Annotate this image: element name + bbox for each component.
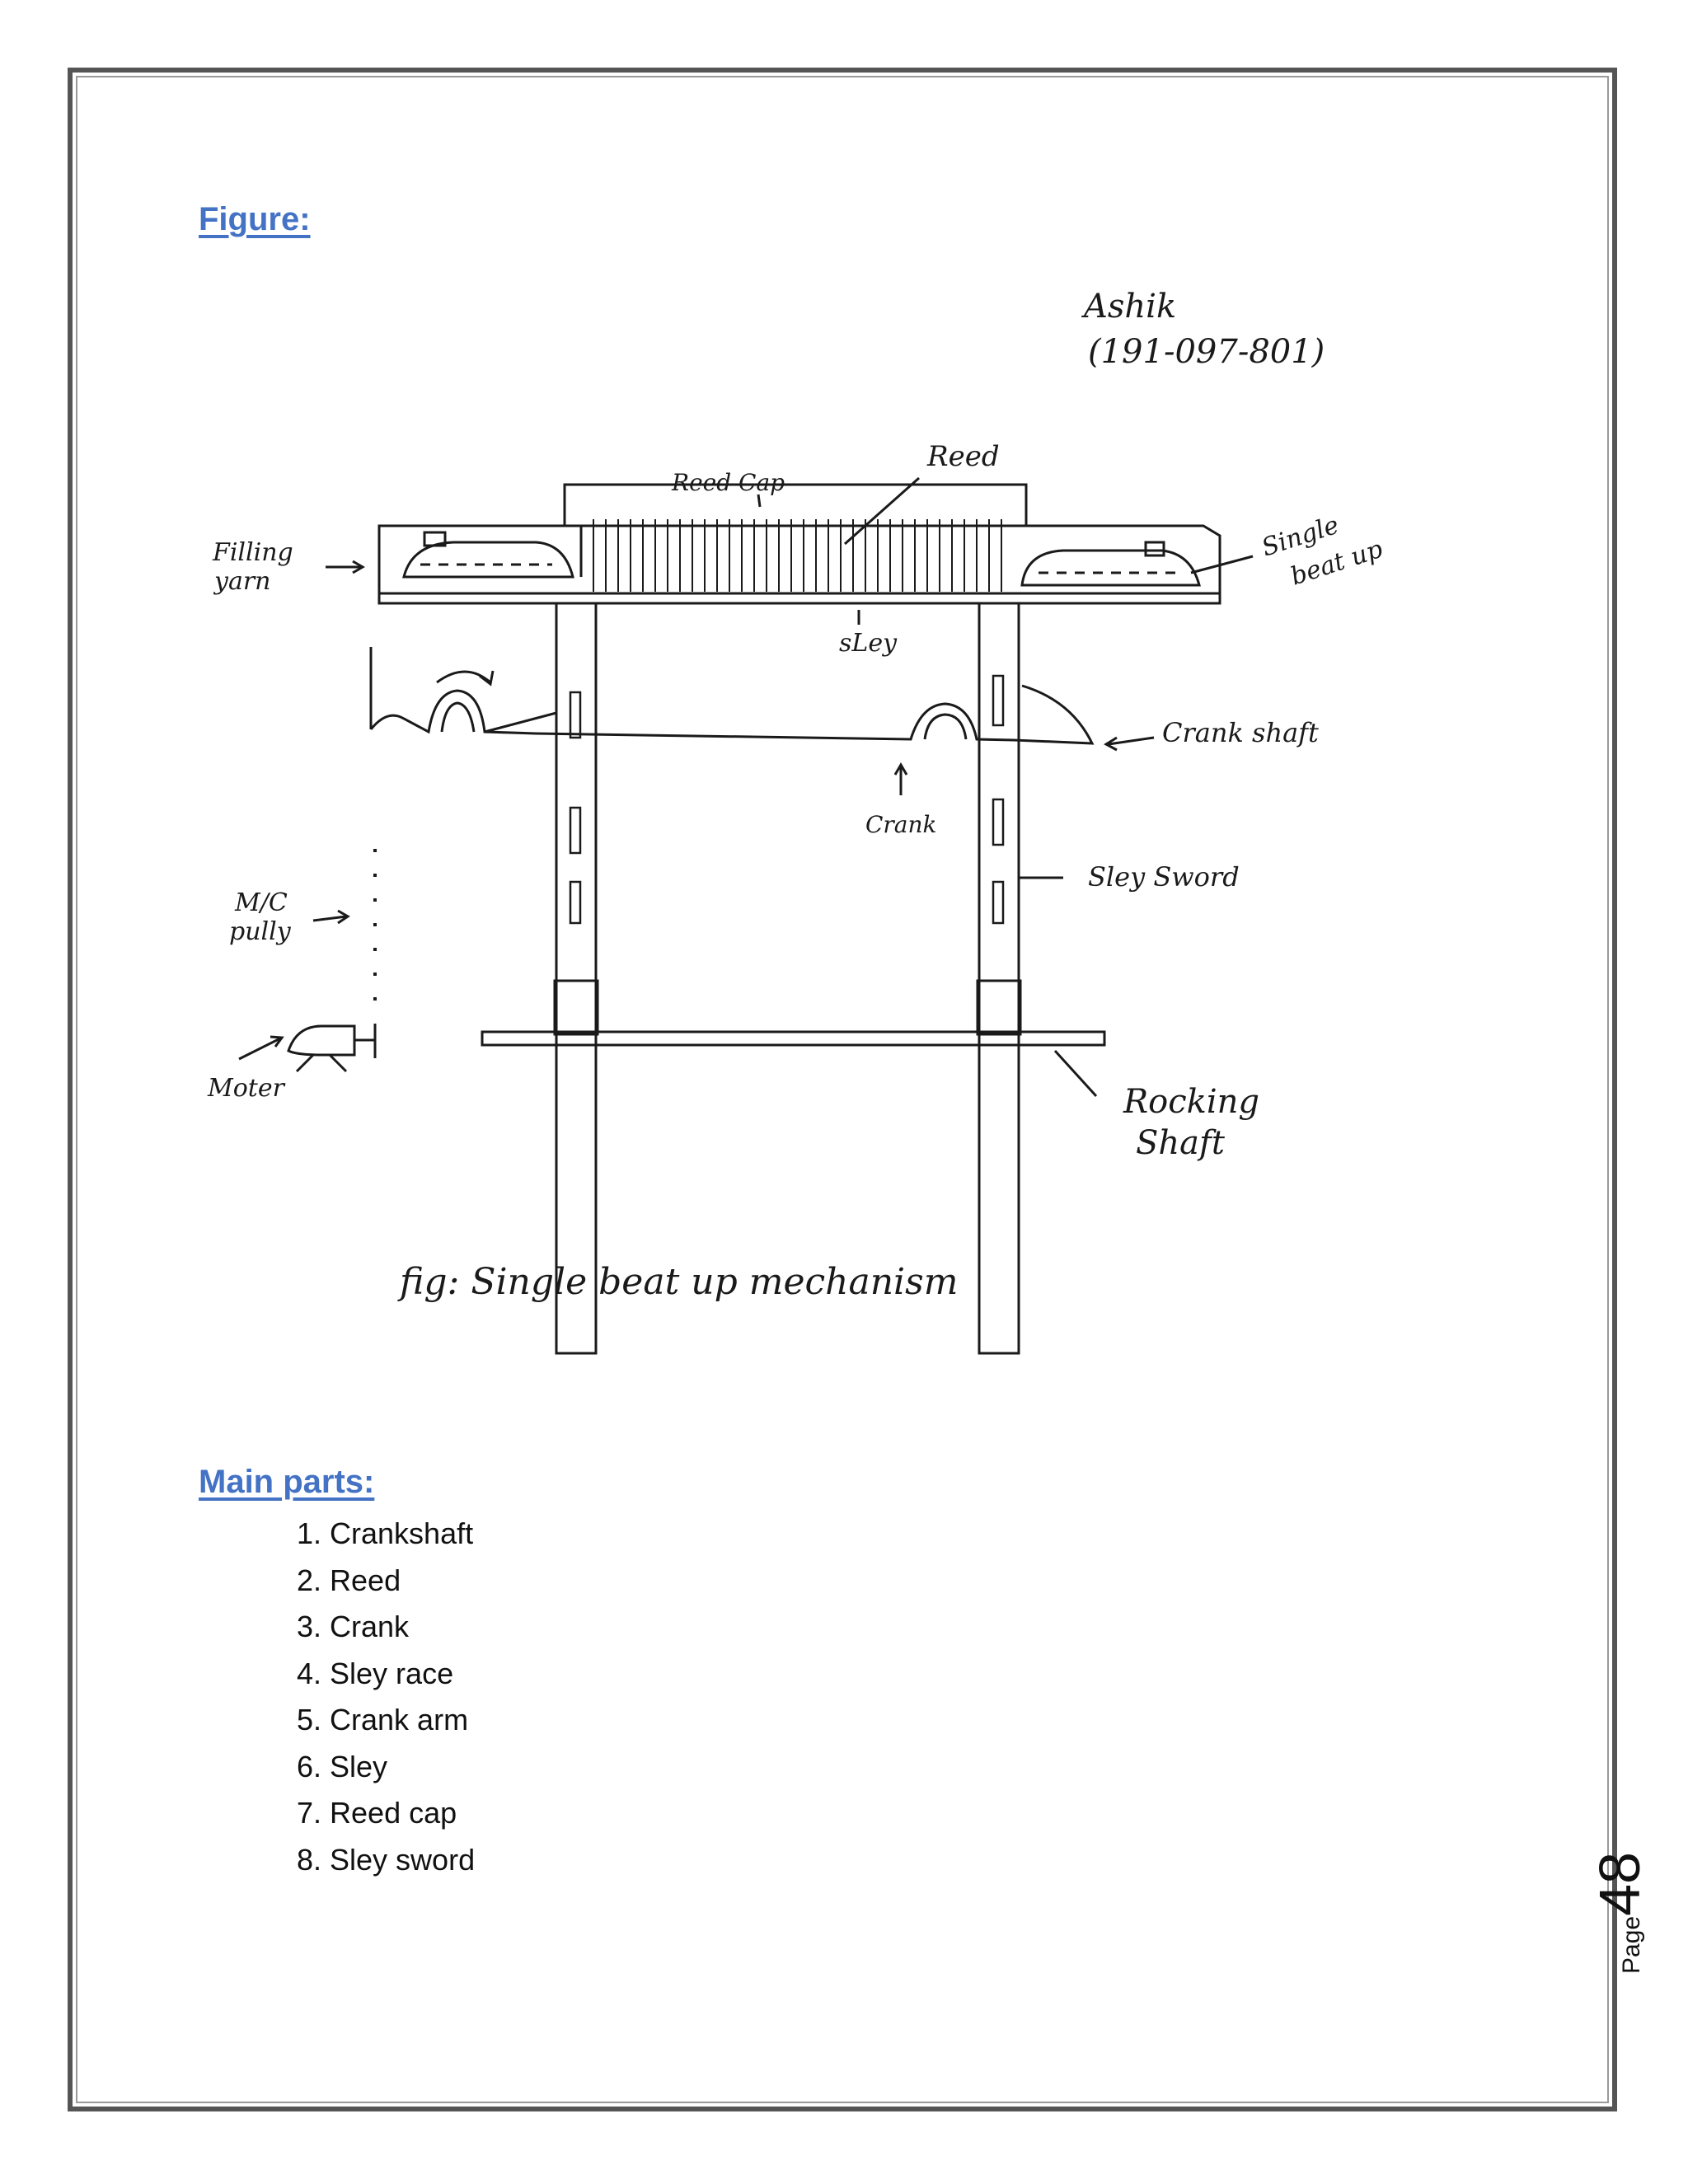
sley-sword-left (555, 602, 598, 1355)
rocking-shaft-leader (1053, 1049, 1098, 1098)
single-beat-up-leader (1190, 555, 1254, 574)
filling-yarn-label-2: yarn (213, 567, 271, 596)
list-item: 2. Reed (297, 1563, 401, 1597)
beat-up-mechanism-figure: Ashik (191-097-801) (207, 288, 1386, 1355)
rotation-arrow (436, 670, 491, 684)
list-item: 6. Sley (297, 1749, 388, 1783)
rocking-shaft (481, 1030, 1106, 1047)
list-item: 7. Reed cap (297, 1796, 457, 1830)
right-connector (976, 979, 1022, 1036)
sley-box (377, 524, 1221, 605)
filling-yarn-arrow-head (352, 560, 365, 574)
reed-dents (593, 519, 1002, 592)
right-crank-inner (923, 713, 968, 740)
right-picker (1144, 541, 1165, 557)
list-item: 1. Crankshaft (297, 1516, 474, 1550)
rocking-shaft-label-1: Rocking (1123, 1083, 1259, 1121)
pulley-arrow (312, 915, 347, 922)
reed-leader (844, 476, 920, 546)
left-shuttle (402, 541, 574, 579)
list-item: 8. Sley sword (297, 1842, 476, 1877)
page-label: Page (1618, 1915, 1645, 1974)
motor-leg-left (295, 1053, 315, 1073)
page-number: Page48 (1587, 1852, 1653, 1974)
sword-slots (569, 674, 1005, 925)
motor-arrow-head (270, 1035, 284, 1047)
mc-pulley-label-2: pully (229, 917, 292, 946)
author-name: Ashik (1081, 288, 1176, 326)
list-item: 5. Crank arm (297, 1703, 469, 1736)
crank-label: Crank (865, 811, 937, 838)
reed-label: Reed (926, 440, 1000, 473)
crank-arm (484, 711, 557, 733)
left-connector (553, 979, 599, 1036)
crank-arrow-head (893, 762, 908, 776)
list-item: 3. Crank (297, 1610, 410, 1643)
crank-shaft-arrow-head (1103, 736, 1118, 752)
pulley-arrow-head (337, 909, 350, 925)
left-crank-inner (440, 701, 476, 733)
page-digits: 48 (1587, 1852, 1652, 1916)
left-picker (423, 531, 447, 547)
crank-shaft-label: Crank shaft (1162, 717, 1319, 748)
sley-sword-label: Sley Sword (1088, 861, 1240, 893)
rotation-arrow-head (479, 670, 495, 687)
figure-heading: Figure: (199, 201, 311, 237)
reed-cap-outline (563, 483, 1028, 527)
author-id: (191-097-801) (1088, 333, 1325, 371)
mc-pulley-label-1: M/C (234, 888, 288, 917)
reed-cap-label: Reed Cap (671, 469, 785, 496)
motor-leg-right (328, 1053, 348, 1073)
sley-label: sLey (839, 629, 898, 658)
crank-shaft-arrow (1108, 736, 1155, 746)
rocking-shaft-label-2: Shaft (1136, 1124, 1226, 1162)
filling-yarn-label-1: Filling (212, 538, 293, 567)
sley-sword-right (978, 602, 1020, 1355)
list-item: 4. Sley race (297, 1656, 454, 1690)
motor-arrow (238, 1037, 281, 1061)
page-border (68, 68, 1617, 2111)
main-parts-heading: Main parts: (199, 1464, 375, 1500)
motor-body (287, 1024, 356, 1057)
main-parts-list: 1. Crankshaft 2. Reed 3. Crank 4. Sley r… (297, 1511, 475, 1883)
crank-shaft (369, 684, 1095, 745)
reed-cap-leader (757, 494, 762, 508)
motor-label: Moter (207, 1074, 286, 1103)
right-shuttle (1020, 549, 1201, 587)
figure-caption: fig: Single beat up mechanism (397, 1261, 958, 1303)
